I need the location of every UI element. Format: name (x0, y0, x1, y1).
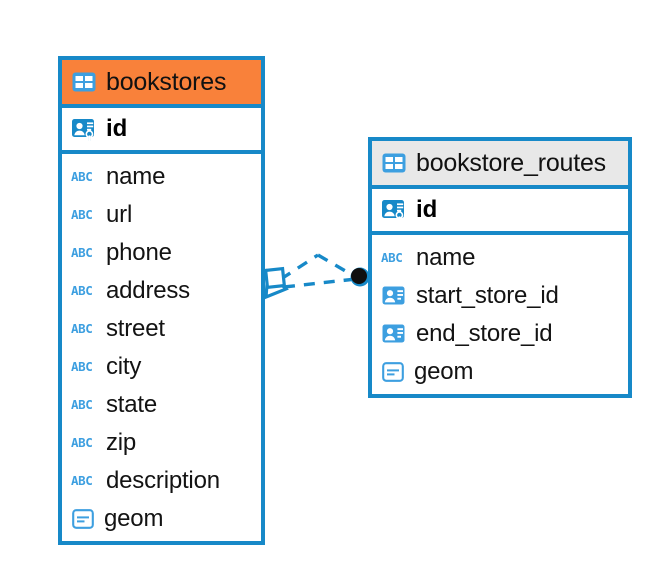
field-row[interactable]: ABC url (62, 196, 261, 234)
field-row[interactable]: ABC address (62, 272, 261, 310)
primary-key-icon (381, 197, 407, 223)
abc-text-icon: ABC (71, 320, 93, 336)
abc-text-icon: ABC (71, 168, 93, 184)
entity-header-bookstore-routes[interactable]: bookstore_routes (372, 141, 628, 189)
field-row[interactable]: ABC zip (62, 424, 261, 462)
field-row[interactable]: ABC name (62, 158, 261, 196)
primary-key-row[interactable]: id (372, 189, 628, 235)
abc-text-icon: ABC (71, 206, 93, 222)
entity-table-bookstore-routes[interactable]: bookstore_routes id ABC name (368, 137, 632, 398)
field-row[interactable]: geom (372, 353, 628, 391)
primary-key-icon (71, 116, 97, 142)
primary-key-label: id (416, 196, 438, 223)
field-label: name (106, 163, 166, 190)
abc-text-icon: ABC (71, 472, 93, 488)
abc-text-icon: ABC (381, 249, 403, 265)
field-label: zip (106, 429, 137, 456)
entity-table-bookstores[interactable]: bookstores id ABC name (58, 56, 265, 545)
crows-foot-marker (263, 266, 289, 300)
field-list: ABC name ABC url ABC phone ABC address A… (62, 154, 261, 543)
geometry-icon (71, 507, 95, 531)
field-label: street (106, 315, 165, 342)
field-row[interactable]: ABC state (62, 386, 261, 424)
foreign-key-icon (381, 321, 407, 347)
field-row[interactable]: ABC street (62, 310, 261, 348)
field-label: name (416, 244, 476, 271)
field-row[interactable]: geom (62, 500, 261, 538)
field-label: geom (414, 358, 474, 385)
primary-key-label: id (106, 115, 128, 142)
field-label: address (106, 277, 190, 304)
geometry-icon (381, 360, 405, 384)
field-list: ABC name start_store_id (372, 235, 628, 396)
field-label: phone (106, 239, 172, 266)
abc-text-icon: ABC (71, 434, 93, 450)
field-label: start_store_id (416, 282, 559, 309)
field-row[interactable]: ABC phone (62, 234, 261, 272)
entity-title: bookstore_routes (416, 148, 606, 177)
entity-title: bookstores (106, 67, 227, 96)
field-label: end_store_id (416, 320, 553, 347)
field-row[interactable]: ABC description (62, 462, 261, 500)
field-label: description (106, 467, 220, 494)
abc-text-icon: ABC (71, 244, 93, 260)
field-label: geom (104, 505, 164, 532)
abc-text-icon: ABC (71, 358, 93, 374)
table-icon (381, 150, 407, 176)
one-side-dot-marker (350, 267, 370, 287)
field-row[interactable]: end_store_id (372, 315, 628, 353)
field-row[interactable]: ABC name (372, 239, 628, 277)
foreign-key-icon (381, 283, 407, 309)
field-row[interactable]: start_store_id (372, 277, 628, 315)
abc-text-icon: ABC (71, 396, 93, 412)
field-row[interactable]: ABC city (62, 348, 261, 386)
primary-key-row[interactable]: id (62, 108, 261, 154)
table-icon (71, 69, 97, 95)
field-label: state (106, 391, 158, 418)
abc-text-icon: ABC (71, 282, 93, 298)
relationship-line (280, 253, 357, 289)
entity-header-bookstores[interactable]: bookstores (62, 60, 261, 108)
field-label: url (106, 201, 133, 228)
field-label: city (106, 353, 142, 380)
